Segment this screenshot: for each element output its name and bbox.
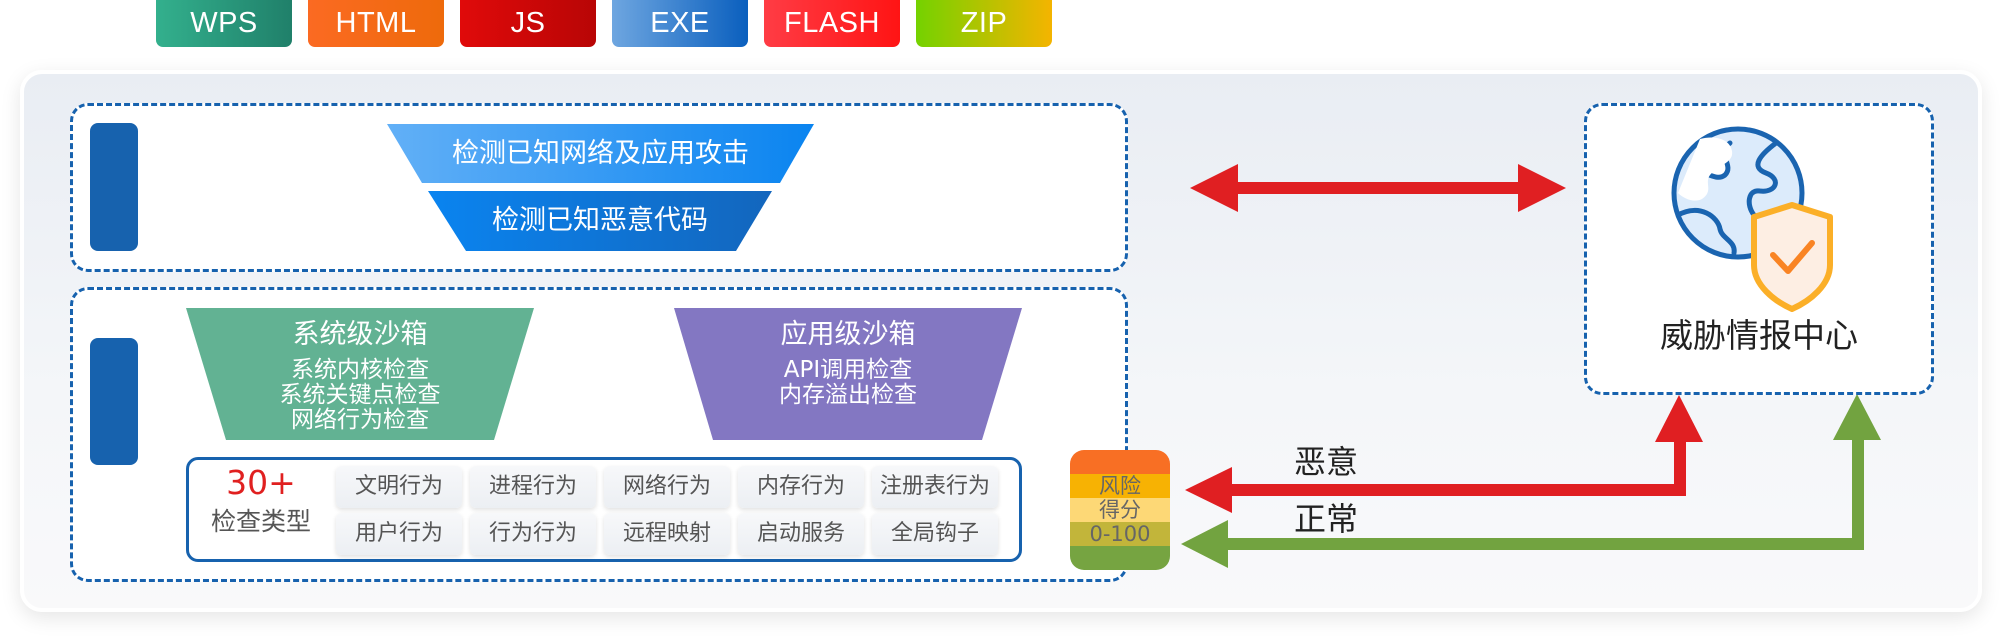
check-type-cell: 进程行为 xyxy=(470,466,596,508)
risk-band xyxy=(1070,474,1170,498)
check-type-cell: 启动服务 xyxy=(738,513,864,555)
malicious-arrow xyxy=(1185,395,1703,513)
file-type-tag-wps: WPS xyxy=(156,0,292,47)
normal-label: 正常 xyxy=(1294,500,1359,538)
file-type-tag-zip: ZIP xyxy=(916,0,1052,47)
system-sandbox-shape xyxy=(186,308,534,440)
system-sandbox-item: 系统内核检查 xyxy=(291,357,429,383)
system-sandbox-item: 系统关键点检查 xyxy=(279,382,441,408)
check-types-label: 检查类型 xyxy=(210,507,311,536)
check-type-cell: 网络行为 xyxy=(604,466,730,508)
check-type-cell: 内存行为 xyxy=(738,466,864,508)
file-type-tag-html: HTML xyxy=(308,0,444,47)
check-type-cell: 行为行为 xyxy=(470,513,596,555)
system-sandbox: 系统级沙箱 系统内核检查 系统关键点检查 网络行为检查 xyxy=(186,308,534,440)
system-sandbox-item: 网络行为检查 xyxy=(291,407,429,433)
malicious-label: 恶意 xyxy=(1294,443,1359,481)
app-sandbox-item: 内存溢出检查 xyxy=(779,382,917,408)
check-type-cell: 文明行为 xyxy=(336,466,462,508)
app-sandbox-shape xyxy=(674,308,1022,440)
risk-score-line: 得分 xyxy=(1099,498,1141,522)
check-type-cell: 用户行为 xyxy=(336,513,462,555)
sync-double-arrow xyxy=(1190,164,1566,212)
shield-check-icon xyxy=(1751,202,1833,312)
risk-band xyxy=(1070,450,1170,474)
file-type-tag-flash: FLASH xyxy=(764,0,900,47)
risk-score-line: 风险 xyxy=(1099,474,1141,498)
risk-score-line: 0-100 xyxy=(1089,522,1151,546)
risk-score-meter xyxy=(1070,450,1170,570)
check-type-cell: 全局钩子 xyxy=(872,513,998,555)
app-sandbox-title: 应用级沙箱 xyxy=(780,319,916,350)
normal-arrow xyxy=(1181,394,1881,568)
risk-band xyxy=(1070,546,1170,570)
check-type-cell: 注册表行为 xyxy=(872,466,998,508)
check-types-count: 30+ xyxy=(226,463,296,502)
app-sandbox-item: API调用检查 xyxy=(783,357,913,383)
check-type-cell: 远程映射 xyxy=(604,513,730,555)
static-detection-bar xyxy=(90,123,138,251)
funnel-label-network-attack: 检测已知网络及应用攻击 xyxy=(452,138,749,169)
system-sandbox-title: 系统级沙箱 xyxy=(292,319,428,350)
file-type-tag-exe: EXE xyxy=(612,0,748,47)
funnel-layer-malicious-code xyxy=(428,191,772,251)
app-sandbox: 应用级沙箱 API调用检查 内存溢出检查 xyxy=(674,308,1022,440)
funnel-layer-network-attack xyxy=(387,124,814,183)
funnel-label-malicious-code: 检测已知恶意代码 xyxy=(492,205,708,236)
risk-band xyxy=(1070,522,1170,546)
sandbox-bar xyxy=(90,338,138,465)
globe-shield-icon xyxy=(1671,126,1833,312)
risk-band xyxy=(1070,498,1170,522)
file-type-tag-js: JS xyxy=(460,0,596,47)
threat-center-title: 威胁情报中心 xyxy=(1660,316,1858,355)
